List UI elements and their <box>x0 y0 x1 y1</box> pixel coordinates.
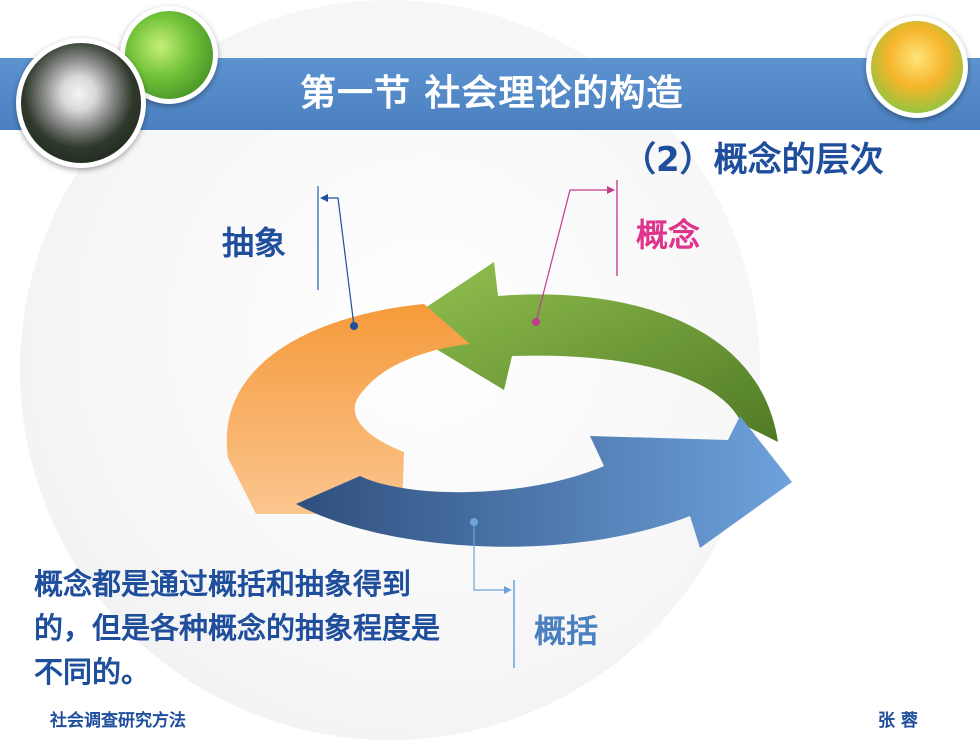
tulip-photo-icon <box>866 16 968 118</box>
description-text: 概念都是通过概括和抽象得到的，但是各种概念的抽象程度是不同的。 <box>34 567 441 689</box>
page-title: 第一节 社会理论的构造 <box>300 73 684 114</box>
concept-label: 概念 <box>636 216 701 254</box>
footer-author: 张 蓉 <box>878 711 918 731</box>
abstract-callout <box>317 186 358 330</box>
green-cycle-arrow <box>398 262 778 442</box>
footer-course-name: 社会调查研究方法 <box>50 711 186 731</box>
section-subtitle: （2）概念的层次 <box>622 140 884 180</box>
concept-callout <box>532 180 618 326</box>
generalize-label: 概括 <box>534 612 599 650</box>
dandelion-photo-icon <box>16 38 146 168</box>
orange-cycle-arrow <box>226 304 470 514</box>
generalize-callout <box>470 518 515 668</box>
blue-cycle-arrow <box>296 416 792 548</box>
abstract-label: 抽象 <box>222 224 287 262</box>
